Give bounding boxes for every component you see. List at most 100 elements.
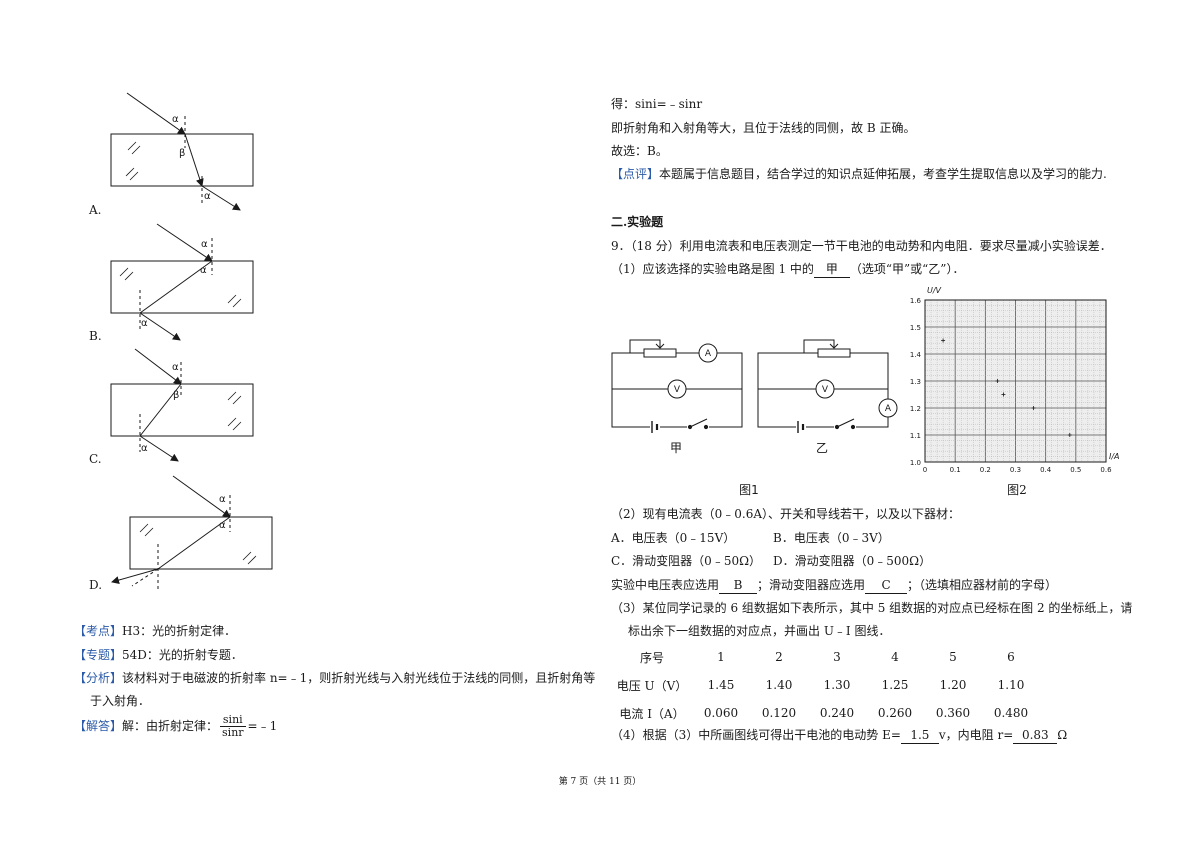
ammeter-label: A [885, 404, 892, 414]
angle-label: α [204, 191, 211, 202]
table-cell: 0.120 [761, 706, 797, 720]
table-header-row: 序号 1 2 3 4 5 6 [612, 643, 1040, 671]
table-header-cell: 6 [1007, 650, 1015, 664]
y-tick-label: 1.2 [910, 405, 921, 413]
fraction-denominator: sinr [222, 726, 244, 739]
zhuanti-tag: 【专题】 [74, 648, 123, 662]
page-footer: 第 7 页（共 11 页） [558, 777, 642, 787]
option-b-label: B. [89, 329, 102, 343]
angle-label: α [219, 520, 226, 531]
y-tick-label: 1.5 [910, 324, 921, 332]
question-9: 9．（18 分）利用电流表和电压表测定一节干电池的电动势和内电阻．要求尽量减小实… [611, 239, 1112, 253]
q4-text-b: v，内电阻 r= [938, 728, 1014, 742]
diagram-a [110, 92, 254, 211]
table-cell: 0.060 [703, 706, 739, 720]
y-axis-label: U/V [927, 286, 942, 295]
table-cell: 电流 I（A） [619, 706, 685, 721]
ammeter-icon [878, 398, 898, 418]
q1-text: （1）应该选择的实验电路是图 1 中的 [611, 262, 814, 276]
circuit-yi-label: 乙 [816, 441, 828, 455]
angle-label: β [173, 390, 179, 401]
x-tick-label: 0.1 [950, 466, 961, 474]
circuit-yi [757, 339, 898, 434]
fenxi-tag: 【分析】 [74, 671, 123, 685]
y-tick-label: 1.4 [910, 351, 922, 359]
table-cell: 0.360 [935, 706, 971, 720]
q4-answer-emf: 1.5 [900, 727, 939, 744]
x-tick-label: 0.4 [1040, 466, 1052, 474]
fraction-numerator: sini [220, 714, 246, 727]
angle-label: α [172, 362, 179, 373]
question-9-1: （1）应该选择的实验电路是图 1 中的甲（选项“甲”或“乙”）． [611, 261, 964, 278]
q4-text-c: Ω [1057, 728, 1068, 742]
option-a-label: A. [89, 203, 102, 217]
q2-text-a: 实验中电压表应选用 [611, 578, 720, 592]
option-a: A．电压表（0﹣15V） [611, 531, 736, 545]
table-header-cell: 4 [891, 650, 899, 664]
table-cell: 1.20 [939, 678, 967, 692]
angle-label: β [179, 148, 185, 159]
q2-answer-voltmeter: B [719, 577, 758, 594]
angle-label: α [172, 114, 179, 125]
section-title: 二.实验题 [611, 215, 664, 229]
table-header-cell: 2 [775, 650, 783, 664]
fenxi: 【分析】该材料对于电磁波的折射率 n=﹣1，则折射光线与入射光线位于法线的同侧，… [74, 670, 595, 686]
circuit-figure: A V V A 甲 乙 图1 [611, 339, 898, 497]
zhuanti: 【专题】54D：光的折射专题． [74, 647, 243, 663]
table-header-cell: 1 [717, 650, 725, 664]
option-diagrams: α β α α α α α β α α α [110, 92, 273, 590]
table-header-cell: 5 [949, 650, 957, 664]
diagram-b [110, 223, 254, 341]
circuit-jia-label: 甲 [670, 441, 682, 455]
kaodian-tag: 【考点】 [74, 624, 123, 638]
dianping-text: 本题属于信息题目，结合学过的知识点延伸拓展，考查学生提取信息以及学习的能力. [659, 167, 1107, 181]
x-tick-label: 0.6 [1100, 466, 1112, 474]
y-tick-label: 1.0 [910, 459, 921, 467]
q2-text-c: ；（选填相应器材前的字母） [907, 578, 1058, 592]
table-cell: 1.10 [997, 678, 1025, 692]
jizhe-line: 即折射角和入射角等大，且位于法线的同侧，故 B 正确。 [611, 121, 916, 135]
x-tick-label: 0.5 [1070, 466, 1081, 474]
zhuanti-text: 54D：光的折射专题． [122, 648, 243, 662]
fenxi-line2: 于入射角． [90, 694, 151, 708]
voltmeter-icon [667, 379, 687, 399]
diagram-c [110, 348, 254, 462]
y-tick-label: 1.3 [910, 378, 921, 386]
ammeter-label: A [705, 349, 712, 359]
voltmeter-label: V [822, 385, 829, 395]
question-9-3-line2: 标出余下一组数据的对应点，并画出 U﹣I 图线． [628, 624, 891, 638]
q1-text-end: （选项“甲”或“乙”）． [849, 262, 965, 276]
chart-points [941, 338, 1072, 437]
table-cell: 电压 U（V） [616, 678, 688, 693]
table-header-cell: 3 [833, 650, 841, 664]
question-9-2: （2）现有电流表（0﹣0.6A）、开关和导线若干，以及以下器材： [611, 507, 961, 521]
jieda-pre: 解：由折射定律： [122, 719, 219, 733]
voltmeter-icon [815, 379, 835, 399]
question-9-3: （3）某位同学记录的 6 组数据如下表所示，其中 5 组数据的对应点已经标在图 … [611, 601, 1133, 615]
y-tick-label: 1.1 [910, 432, 921, 440]
table-cell: 1.30 [823, 678, 851, 692]
jieda-tag: 【解答】 [74, 719, 123, 733]
x-tick-label: 0.2 [980, 466, 991, 474]
table-header-cell: 序号 [639, 650, 664, 665]
x-tick-label: 0 [923, 466, 927, 474]
data-table: 序号 1 2 3 4 5 6 电压 U（V） 1.45 1.40 1.30 1.… [612, 643, 1040, 727]
table-cell: 0.240 [819, 706, 855, 720]
figure-2-caption: 图2 [1007, 483, 1027, 497]
figure-1-caption: 图1 [739, 483, 759, 497]
fenxi-text: 该材料对于电磁波的折射率 n=﹣1，则折射光线与入射光线位于法线的同侧，且折射角… [122, 671, 596, 685]
table-cell: 1.25 [881, 678, 909, 692]
q2-text-b: ；滑动变阻器应选用 [757, 578, 866, 592]
kaodian: 【考点】H3：光的折射定律． [74, 623, 236, 639]
jieda-post: =﹣1 [247, 719, 278, 733]
x-tick-label: 0.3 [1010, 466, 1021, 474]
q1-answer: 甲 [813, 261, 850, 278]
q4-text-a: （4）根据（3）中所画图线可得出干电池的电动势 E= [611, 728, 901, 742]
angle-label: α [141, 443, 148, 454]
